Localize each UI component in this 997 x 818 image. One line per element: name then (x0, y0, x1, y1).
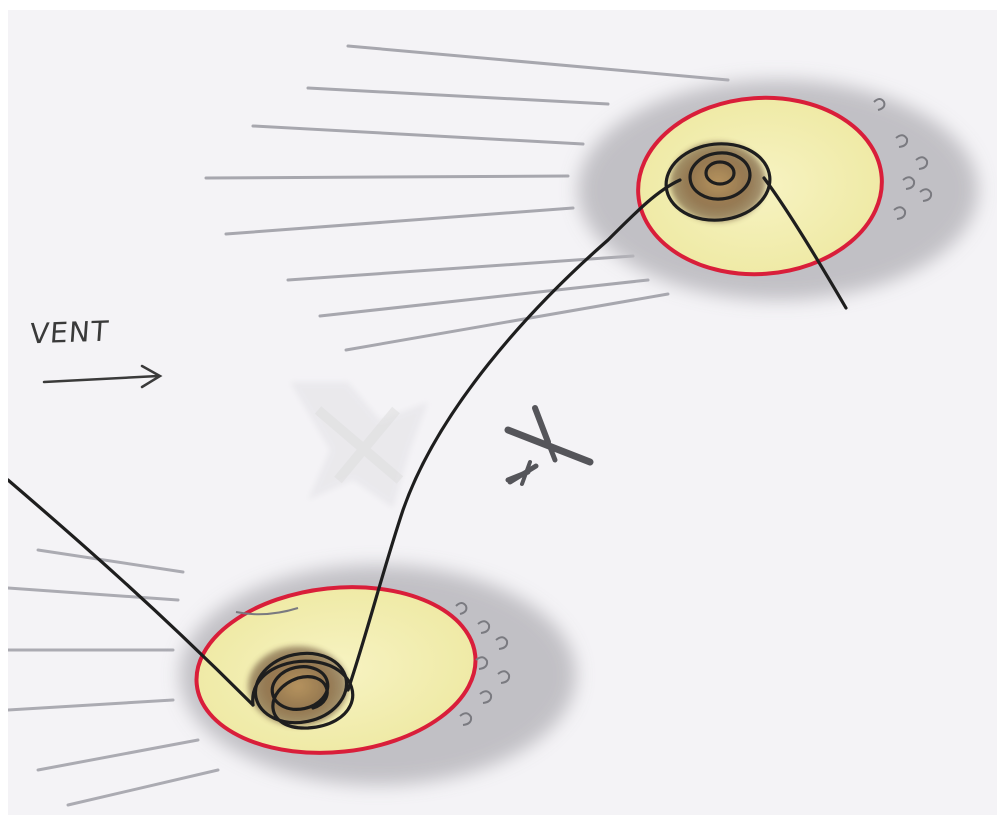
wind-streak (38, 740, 198, 770)
wind-streak (68, 770, 218, 805)
eraser-smudge (290, 382, 428, 508)
wind-streak (320, 280, 648, 316)
thermal-lower (180, 565, 576, 785)
wind-streak (226, 208, 573, 234)
wind-streak (8, 588, 178, 600)
wind-streak (348, 46, 728, 80)
drawing-paper: VENT (8, 10, 997, 815)
wind-arrow-icon (44, 366, 160, 387)
thermal-diagram (8, 10, 997, 815)
glider-icon (508, 408, 590, 484)
wind-streak (206, 176, 568, 178)
thermal-center (248, 646, 348, 726)
wind-streak (288, 256, 633, 280)
wind-streak (308, 88, 608, 104)
thermal-upper (578, 80, 978, 300)
wind-streak (8, 700, 173, 710)
wind-streak (253, 126, 583, 144)
wind-label: VENT (29, 315, 110, 351)
